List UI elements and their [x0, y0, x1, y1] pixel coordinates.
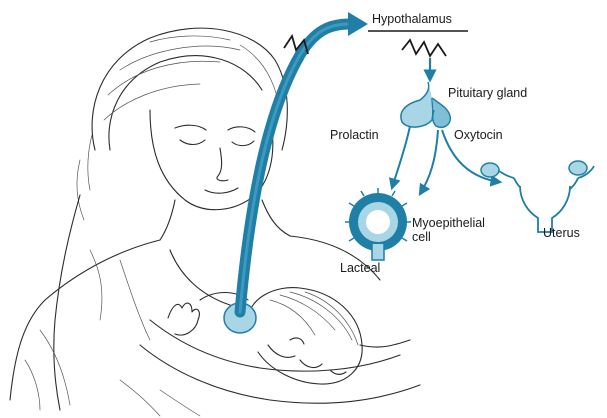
arrow-oxytocin-myoepithelial — [420, 130, 438, 194]
prolactin-label: Prolactin — [330, 128, 379, 142]
signal-zigzag — [402, 40, 446, 56]
arrow-prolactin — [392, 126, 410, 188]
uterus-icon — [481, 161, 594, 232]
pituitary-gland-icon — [401, 82, 450, 127]
oxytocin-label: Oxytocin — [454, 128, 503, 142]
alveolus-icon — [345, 188, 411, 260]
myoepithelial-label-line1: Myoepithelial — [412, 216, 485, 230]
uterus-label: Uterus — [543, 226, 580, 240]
lacteal-label: Lacteal — [340, 261, 380, 275]
myoepithelial-label-line2: cell — [412, 230, 431, 244]
hypothalamus-label: Hypothalamus — [372, 12, 452, 26]
pituitary-gland-label: Pituitary gland — [448, 86, 527, 100]
nerve-arrow-head — [348, 12, 368, 36]
